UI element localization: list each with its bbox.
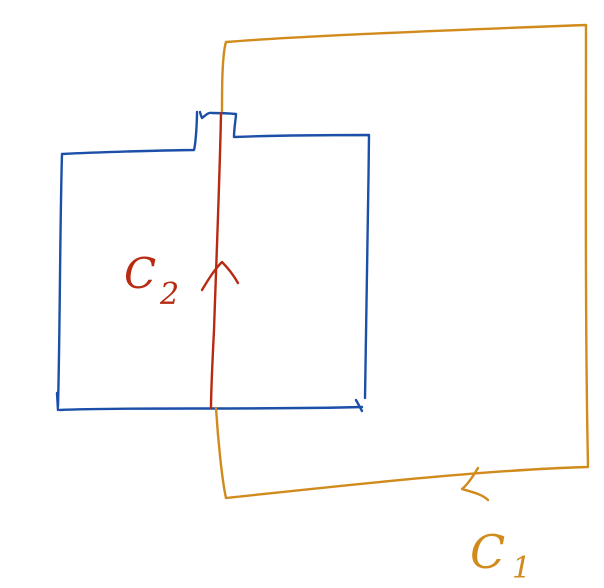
c2-arrowhead	[200, 260, 240, 292]
label-c1-subscript: 1	[512, 551, 531, 586]
blue-region-corner-mark	[55, 391, 60, 412]
label-c2: C 2	[124, 249, 179, 312]
c1-arrowhead	[460, 466, 490, 502]
curve-c2-path	[209, 111, 223, 410]
label-c1-letter: C	[470, 525, 505, 579]
label-c1: C 1	[470, 525, 531, 586]
label-c2-letter: C	[124, 249, 156, 298]
blue-region-right-tick	[354, 398, 364, 413]
curve-c1-path	[214, 23, 590, 500]
blue-region-outline	[56, 110, 371, 412]
label-c2-subscript: 2	[159, 277, 179, 312]
